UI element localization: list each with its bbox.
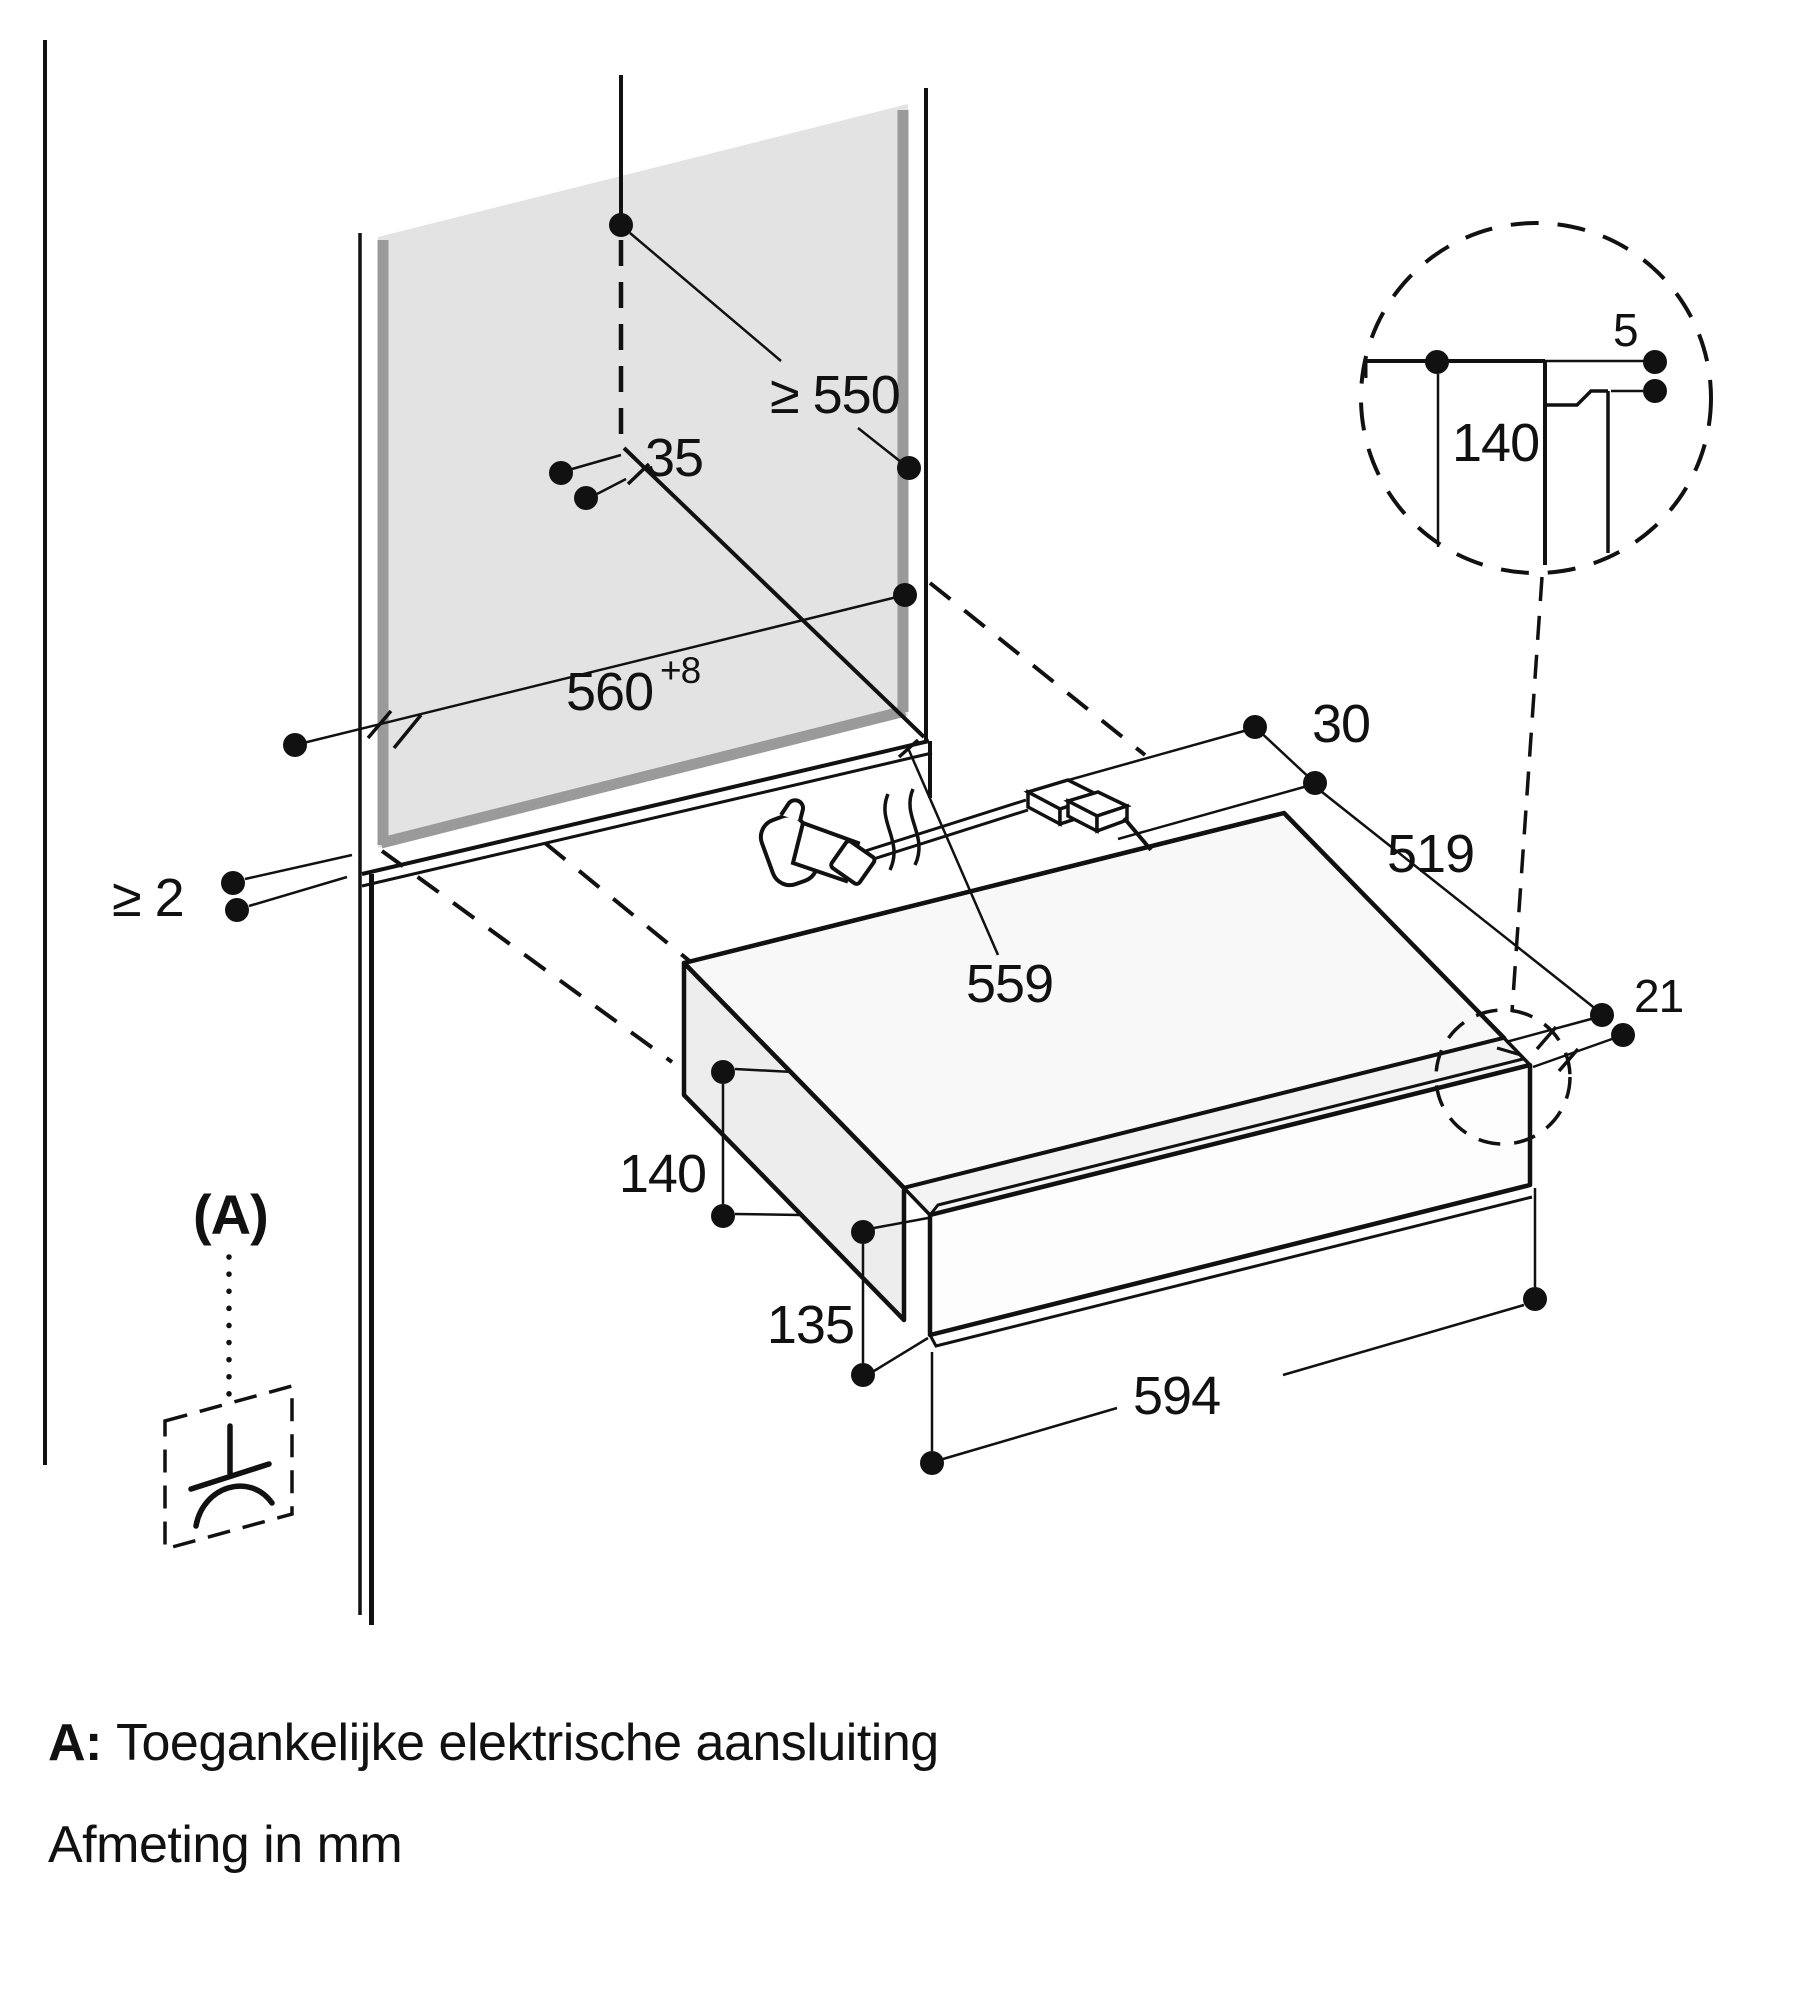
dim-niche-width-label: 560 — [566, 662, 653, 722]
dim-dot — [221, 871, 245, 895]
dim-rear-clearance-label: 30 — [1312, 694, 1370, 754]
dim-fixing-offset-label: 35 — [645, 428, 703, 488]
dim-dot — [609, 213, 633, 237]
dim-519 — [1321, 791, 1598, 1011]
dim-dot — [1643, 379, 1667, 403]
legend-text: Toegankelijke elektrische aansluiting — [116, 1714, 939, 1772]
worktop-front-edge-2 — [361, 751, 933, 888]
dim-niche-height-label: ≥ 550 — [770, 365, 900, 425]
dim-dot — [711, 1204, 735, 1228]
front-step-detail — [1496, 1046, 1522, 1057]
appliance-left-face — [681, 960, 907, 1323]
dim-width-label: 559 — [966, 954, 1053, 1014]
dim-dot — [1643, 350, 1667, 374]
panel-top-sliver — [928, 1057, 1524, 1216]
dim-dot — [711, 1060, 735, 1084]
dim-side-gap-label: ≥ 2 — [112, 868, 184, 928]
dim-dot — [549, 461, 573, 485]
dim-niche-width-tolerance: +8 — [660, 650, 700, 691]
panel-bottom-sliver — [928, 1195, 1533, 1348]
cable-break-mark — [883, 793, 896, 871]
detail-connector-dashed-line — [1510, 576, 1544, 1013]
dim-dot — [1590, 1003, 1614, 1027]
cord-connector — [1023, 778, 1153, 852]
access-point-label: (A) — [193, 1183, 268, 1246]
dim-proud-label: 21 — [1634, 970, 1683, 1022]
dim-dot — [225, 898, 249, 922]
power-cord — [758, 778, 1153, 888]
cable-break-mark — [908, 788, 921, 866]
drawer-front-panel — [927, 1062, 1533, 1338]
dim-height-label: 140 — [619, 1144, 706, 1204]
dim-35 — [549, 75, 926, 739]
dim-dot — [283, 733, 307, 757]
dim-dot — [1523, 1287, 1547, 1311]
dim-niche-width — [283, 583, 917, 757]
dim-dot — [920, 1451, 944, 1475]
dim-dot — [897, 456, 921, 480]
dim-559 — [897, 738, 1000, 956]
appliance — [681, 810, 1533, 1348]
dim-dot — [851, 1220, 875, 1244]
dim-niche-height — [629, 232, 921, 480]
worktop-front-edge-1 — [361, 739, 930, 876]
dim-135 — [851, 1216, 929, 1387]
cabinet-lines — [43, 40, 933, 1625]
detail-height-label: 140 — [1452, 413, 1539, 473]
niche-back-panel — [377, 104, 909, 849]
dashed-outlet-box — [163, 1383, 294, 1552]
dim-594 — [920, 1188, 1547, 1475]
dim-30 — [1057, 715, 1327, 841]
dim-front-width-label: 594 — [1133, 1366, 1220, 1426]
detail-view — [1359, 221, 1713, 575]
power-plug-icon — [758, 798, 877, 888]
legend-prefix: A: — [48, 1714, 102, 1772]
corner-detail-ring — [1434, 1008, 1572, 1146]
dim-side-gap — [221, 853, 353, 922]
access-point — [163, 1254, 294, 1552]
panel-section-profile — [1543, 361, 1610, 565]
earthing-connection-icon — [188, 1423, 275, 1529]
dim-140 — [711, 1060, 802, 1228]
dim-dot — [851, 1363, 875, 1387]
dim-dot — [574, 486, 598, 510]
dim-front-height-label: 135 — [767, 1295, 854, 1355]
dim-depth-label: 519 — [1387, 824, 1474, 884]
detail-gap-label: 5 — [1613, 304, 1638, 356]
dim-dot — [1425, 350, 1449, 374]
dim-dot — [893, 583, 917, 607]
dim-dot — [1611, 1023, 1635, 1047]
units-note: Afmeting in mm — [48, 1816, 402, 1874]
plug-earth-clip — [779, 798, 805, 822]
